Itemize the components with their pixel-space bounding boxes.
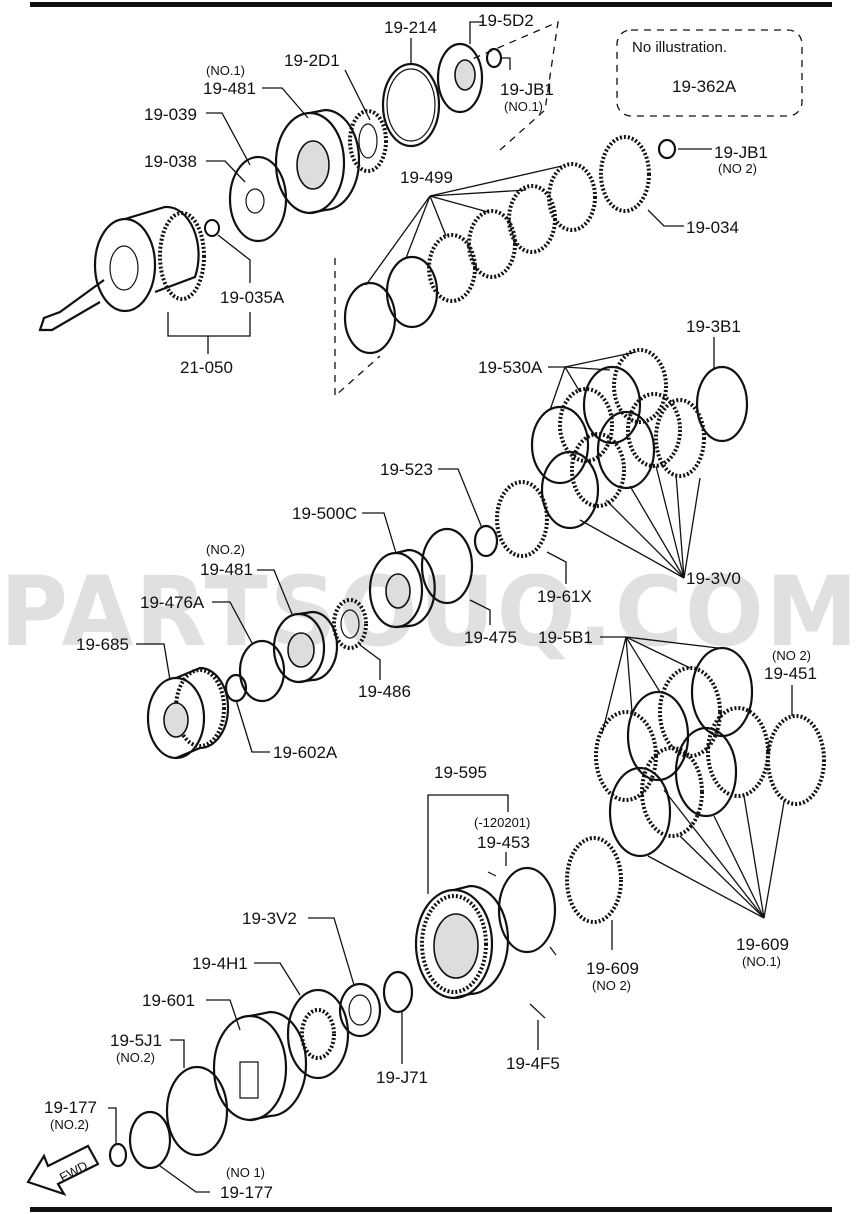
spring-19-486 bbox=[332, 598, 368, 650]
label-19-5D2[interactable]: 19-5D2 bbox=[478, 11, 534, 30]
ring-19-J71 bbox=[382, 970, 414, 1014]
label-19-177-no1[interactable]: 19-177 bbox=[220, 1183, 273, 1202]
top-border bbox=[30, 2, 832, 7]
ring-19-523 bbox=[473, 524, 499, 558]
label-19-523[interactable]: 19-523 bbox=[380, 460, 433, 479]
label-19-451[interactable]: 19-451 bbox=[764, 664, 817, 683]
label-19-499[interactable]: 19-499 bbox=[400, 168, 453, 187]
bushing-19-035A bbox=[204, 219, 220, 237]
label-19-530A[interactable]: 19-530A bbox=[478, 358, 543, 377]
label-19-4H1[interactable]: 19-4H1 bbox=[192, 954, 248, 973]
spring-19-2D1 bbox=[348, 109, 388, 173]
spring-19-4H1 bbox=[286, 988, 350, 1080]
snap-ring-19-214 bbox=[381, 62, 441, 148]
drum-19-601 bbox=[212, 1010, 308, 1122]
label-no2-451: (NO 2) bbox=[772, 648, 811, 663]
note-text: No illustration. bbox=[632, 39, 727, 56]
label-19-481-no1[interactable]: 19-481 bbox=[203, 79, 256, 98]
gear-19-685 bbox=[146, 666, 230, 760]
label-no2-177: (NO.2) bbox=[50, 1117, 89, 1132]
fwd-arrow: FWD bbox=[26, 1144, 100, 1196]
label-19-3B1[interactable]: 19-3B1 bbox=[686, 317, 741, 336]
group-outline-499 bbox=[334, 258, 381, 398]
label-no2-5J1: (NO.2) bbox=[116, 1050, 155, 1065]
label-19-034[interactable]: 19-034 bbox=[686, 218, 739, 237]
ring-19-476A bbox=[238, 639, 286, 703]
label-19-039[interactable]: 19-039 bbox=[144, 105, 197, 124]
label-no1-481: (NO.1) bbox=[206, 63, 245, 78]
part-label-19-362A[interactable]: 19-362A bbox=[672, 77, 737, 96]
label-no1-609: (NO.1) bbox=[742, 954, 781, 969]
label-19-475[interactable]: 19-475 bbox=[464, 628, 517, 647]
label-19-595[interactable]: 19-595 bbox=[434, 763, 487, 782]
label-19-609-no1[interactable]: 19-609 bbox=[736, 935, 789, 954]
piston-19-481-no1 bbox=[274, 108, 361, 215]
ring-19-3B1 bbox=[695, 365, 749, 443]
label-19-JB1-no1[interactable]: 19-JB1 bbox=[500, 80, 554, 99]
label-no2-609: (NO 2) bbox=[592, 978, 631, 993]
label-19-476A[interactable]: 19-476A bbox=[140, 593, 205, 612]
label-19-214[interactable]: 19-214 bbox=[384, 18, 437, 37]
label-19-J71[interactable]: 19-J71 bbox=[376, 1068, 428, 1087]
hub-19-3V2 bbox=[338, 982, 382, 1038]
label-19-2D1[interactable]: 19-2D1 bbox=[284, 51, 340, 70]
label-19-481-no2[interactable]: 19-481 bbox=[200, 560, 253, 579]
bottom-border bbox=[30, 1207, 832, 1212]
label-19-609-no2[interactable]: 19-609 bbox=[586, 959, 639, 978]
ring-19-5J1-no2 bbox=[165, 1065, 229, 1157]
label-21-050[interactable]: 21-050 bbox=[180, 358, 233, 377]
label-19-486[interactable]: 19-486 bbox=[358, 682, 411, 701]
washer-19-038 bbox=[228, 155, 288, 243]
group-outline-5D2 bbox=[469, 20, 559, 151]
label-19-3V0[interactable]: 19-3V0 bbox=[686, 569, 741, 588]
oring-19-JB1-no2 bbox=[657, 138, 677, 160]
label-19-177-no2[interactable]: 19-177 bbox=[44, 1098, 97, 1117]
label-19-5B1[interactable]: 19-5B1 bbox=[538, 628, 593, 647]
label-no2-481: (NO.2) bbox=[206, 542, 245, 557]
label-19-61X[interactable]: 19-61X bbox=[537, 587, 592, 606]
label-19-038[interactable]: 19-038 bbox=[144, 152, 197, 171]
no-illustration-note: No illustration. 19-362A bbox=[616, 29, 803, 117]
retainer-19-5D2 bbox=[436, 42, 484, 114]
label-no1-177: (NO 1) bbox=[226, 1165, 265, 1180]
label-19-3V2[interactable]: 19-3V2 bbox=[242, 909, 297, 928]
plate-19-61X bbox=[495, 480, 549, 558]
label-19-JB1-no2[interactable]: 19-JB1 bbox=[714, 143, 768, 162]
ring-19-177-no1 bbox=[128, 1110, 172, 1170]
plate-19-034 bbox=[599, 135, 651, 213]
label-19-4F5[interactable]: 19-4F5 bbox=[506, 1054, 560, 1073]
plates-19-530A bbox=[530, 348, 706, 530]
label-date-453: (-120201) bbox=[474, 815, 530, 830]
leader-lines bbox=[108, 21, 793, 1193]
ring-19-475 bbox=[420, 527, 474, 605]
label-no1-JB1: (NO.1) bbox=[504, 99, 543, 114]
fwd-label: FWD bbox=[57, 1158, 90, 1185]
pin-19-4F5 bbox=[529, 1003, 546, 1019]
label-19-685[interactable]: 19-685 bbox=[76, 635, 129, 654]
ring-19-453 bbox=[487, 866, 557, 956]
label-19-601[interactable]: 19-601 bbox=[142, 991, 195, 1010]
piston-19-481-no2 bbox=[272, 610, 339, 684]
label-19-035A[interactable]: 19-035A bbox=[220, 288, 285, 307]
part-labels: 19-214 19-5D2 19-2D1 (NO.1) 19-481 19-03… bbox=[44, 11, 817, 1202]
label-19-453[interactable]: 19-453 bbox=[477, 833, 530, 852]
label-19-602A[interactable]: 19-602A bbox=[273, 743, 338, 762]
ring-19-177-no2 bbox=[108, 1142, 128, 1168]
drum-shaft-21-050 bbox=[38, 205, 206, 332]
plates-19-5B1 bbox=[594, 646, 770, 858]
plate-19-609-no2 bbox=[565, 836, 623, 924]
label-19-500C[interactable]: 19-500C bbox=[292, 504, 357, 523]
plates-19-499 bbox=[343, 162, 597, 355]
label-19-5J1[interactable]: 19-5J1 bbox=[110, 1031, 162, 1050]
plate-19-451 bbox=[766, 714, 826, 806]
label-no2-JB1: (NO 2) bbox=[718, 161, 757, 176]
carrier-19-595 bbox=[414, 884, 510, 1000]
